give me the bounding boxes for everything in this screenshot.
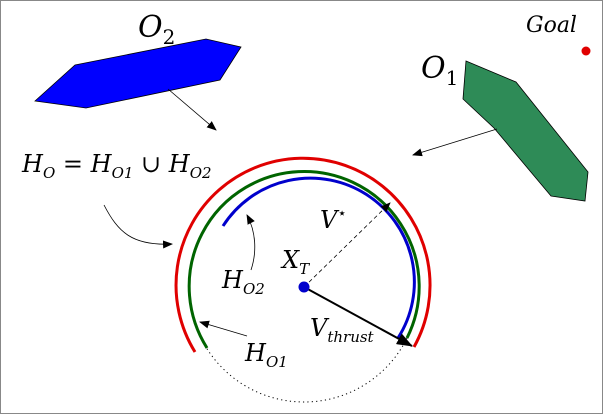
arc-ho2 (221, 176, 416, 339)
label-goal: Goal (526, 13, 577, 38)
label-o1: O1 (421, 51, 458, 90)
arrow-ho1 (199, 320, 248, 337)
label-xt: XT (280, 246, 310, 278)
label-ho2: HO2 (221, 266, 265, 298)
vector-vthrust (303, 286, 413, 347)
arrow-ho2 (246, 214, 256, 271)
label-vstar: V⋆ (320, 204, 347, 234)
label-ho1: HO1 (244, 339, 288, 371)
obstacle-o2 (34, 38, 242, 109)
vector-vstar (303, 202, 391, 288)
obstacle-o1 (462, 60, 589, 202)
label-vthrust: Vthrust (310, 314, 375, 346)
arrow-o1 (412, 128, 498, 157)
label-o2: O2 (138, 10, 175, 49)
arrow-ho (103, 204, 173, 249)
label-ho-union: HO = HO1 ∪ HO2 (21, 150, 212, 182)
goal-point (581, 46, 591, 56)
robot-position (298, 281, 310, 293)
arc-ho (174, 156, 432, 353)
arrow-o2 (167, 88, 217, 131)
arc-ho1 (187, 170, 421, 349)
